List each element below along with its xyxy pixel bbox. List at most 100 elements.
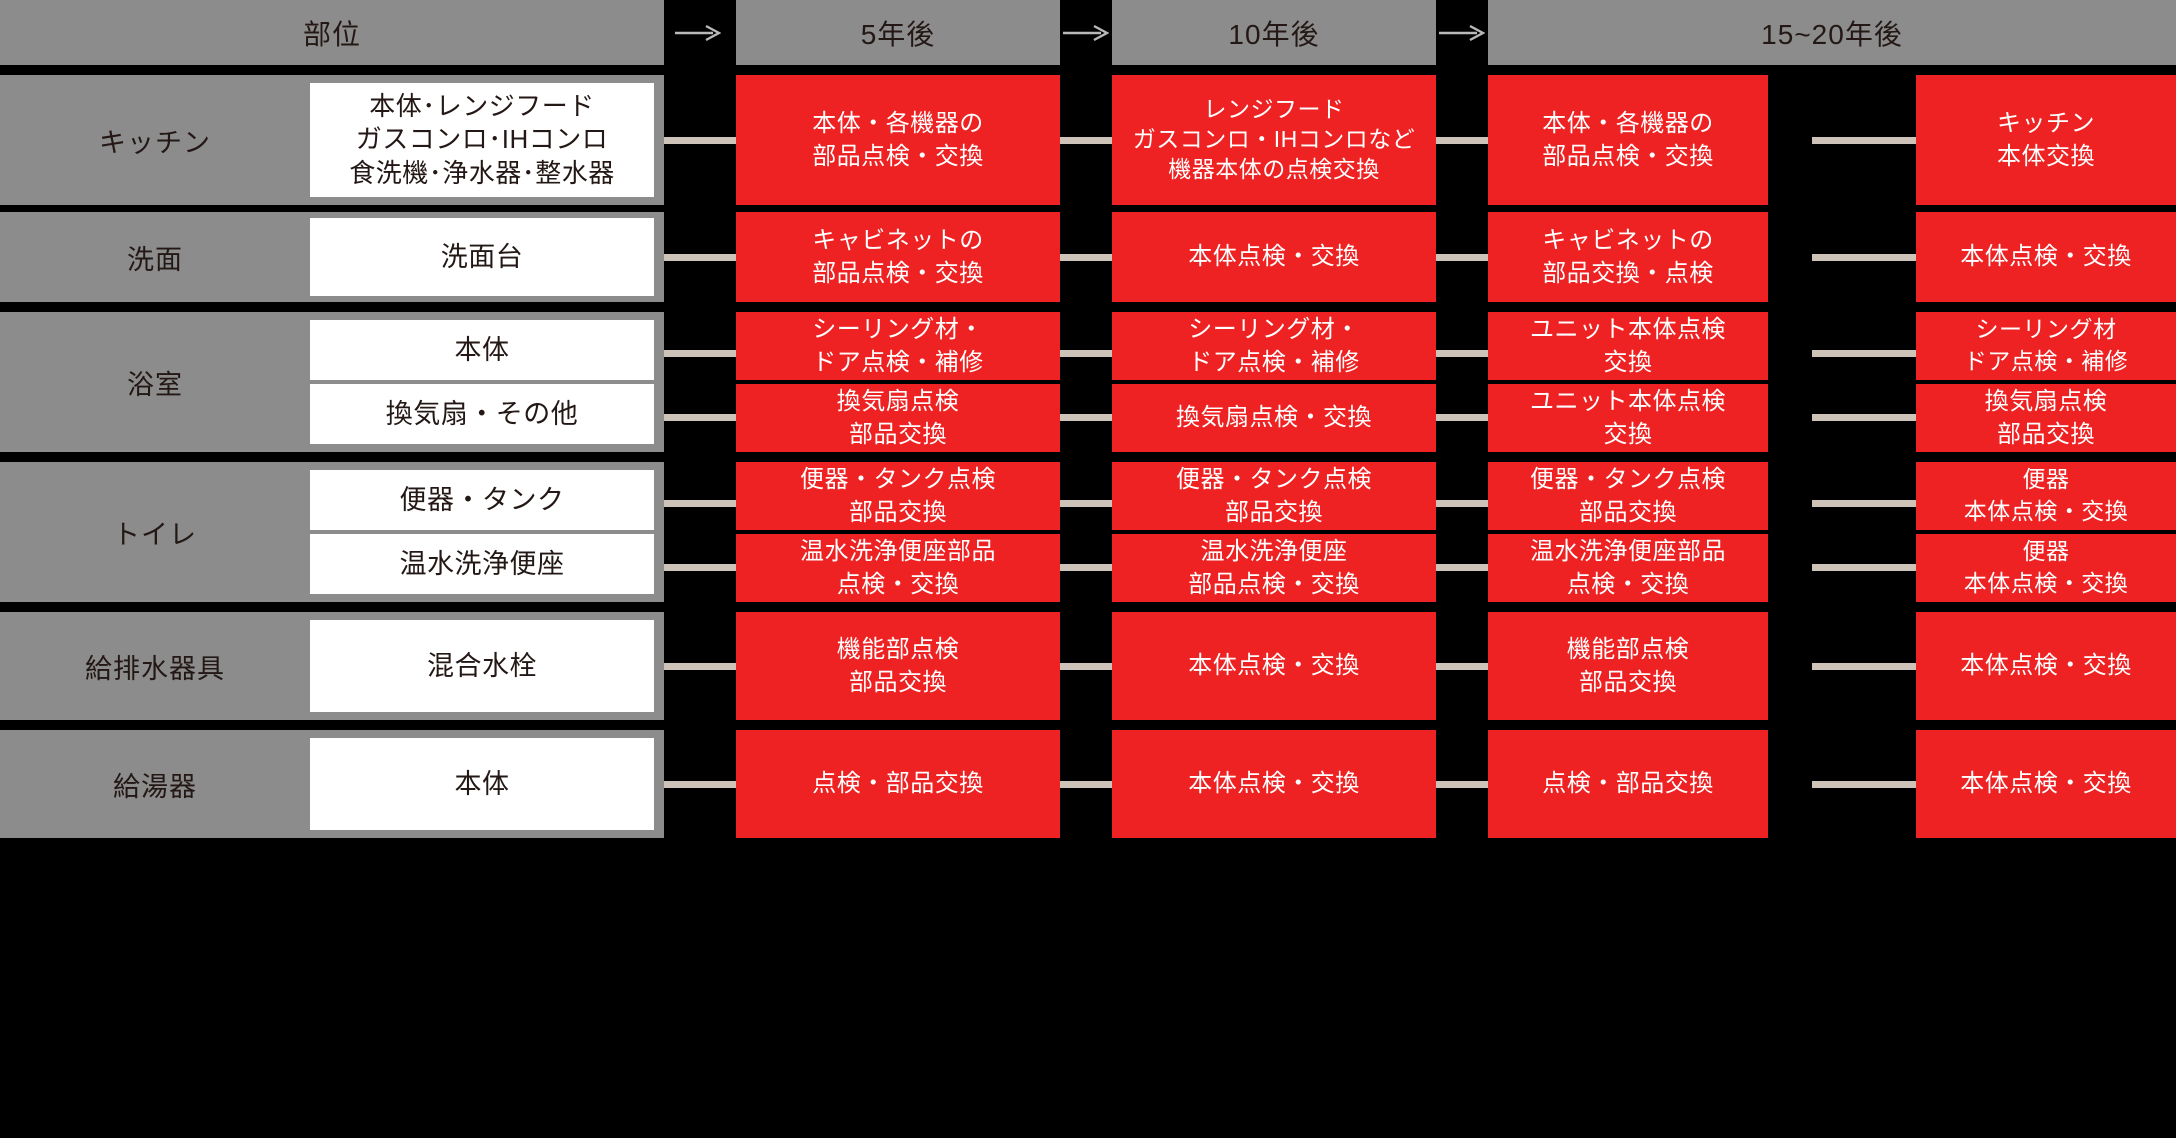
connector-line [1436, 414, 1488, 421]
action-cell-text: ユニット本体点検交換 [1530, 315, 1726, 376]
connector-line [1812, 564, 1916, 571]
action-cell: 機能部点検部品交換 [736, 612, 1060, 720]
connector-line [1436, 254, 1488, 261]
connector-line [1436, 350, 1488, 357]
action-cell-text: 換気扇点検・交換 [1176, 404, 1372, 432]
action-cell: 便器本体点検・交換 [1916, 534, 2176, 602]
row-label-band-washbasin: 洗面 洗面台 [0, 212, 664, 302]
action-cell: キャビネットの部品点検・交換 [736, 212, 1060, 302]
connector-line [1436, 137, 1488, 144]
action-cell: ユニット本体点検交換 [1488, 384, 1768, 452]
action-cell-text: 便器本体点検・交換 [1963, 466, 2129, 524]
row-category-kitchen: キッチン [99, 127, 211, 158]
action-cell-text: 本体点検・交換 [1188, 770, 1360, 798]
action-cell-text: 便器本体点検・交換 [1963, 538, 2129, 596]
sub-item: 換気扇・その他 [310, 384, 654, 444]
action-cell: 温水洗浄便座部品点検・交換 [1112, 534, 1436, 602]
action-cell: 本体点検・交換 [1916, 730, 2176, 838]
action-cell-text: レンジフードガスコンロ・IHコンロなど機器本体の点検交換 [1132, 96, 1416, 182]
arrow-right-icon [1060, 0, 1112, 65]
row-water-heater: 給湯器 本体 点検・部品交換 本体点検・交換 点検・部品交換 本体点検・交換 [0, 730, 2176, 838]
action-cell: シーリング材ドア点検・補修 [1916, 312, 2176, 380]
action-cell-text: 温水洗浄便座部品点検・交換 [1530, 537, 1726, 598]
sub-item: 混合水栓 [310, 620, 654, 712]
connector-line [664, 137, 736, 144]
row-category-bathroom: 浴室 [127, 369, 183, 400]
action-cell: 点検・部品交換 [736, 730, 1060, 838]
connector-line [1060, 254, 1112, 261]
connector-line [1060, 663, 1112, 670]
action-cell-text: 本体点検・交換 [1960, 243, 2132, 271]
action-cell-text: キャビネットの部品交換・点検 [1542, 226, 1714, 287]
action-cell-text: 本体・各機器の部品点検・交換 [1542, 109, 1714, 170]
action-cell: 本体点検・交換 [1112, 212, 1436, 302]
connector-line [1812, 350, 1916, 357]
action-cell: ユニット本体点検交換 [1488, 312, 1768, 380]
action-cell: 本体・各機器の部品点検・交換 [1488, 75, 1768, 205]
sub-item: 本体･レンジフードガスコンロ･IHコンロ食洗機･浄水器･整水器 [310, 83, 654, 197]
action-cell: 便器・タンク点検部品交換 [736, 462, 1060, 530]
action-cell-text: 本体点検・交換 [1188, 652, 1360, 680]
action-cell-text: ユニット本体点検交換 [1530, 387, 1726, 448]
action-cell: キッチン本体交換 [1916, 75, 2176, 205]
action-cell: 本体点検・交換 [1916, 212, 2176, 302]
header-milestone-15-20y: 15~20年後 [1488, 0, 2176, 65]
action-cell: 本体・各機器の部品点検・交換 [736, 75, 1060, 205]
sub-item: 本体 [310, 320, 654, 380]
action-cell: 本体点検・交換 [1916, 612, 2176, 720]
connector-line [1060, 350, 1112, 357]
row-category-water-heater: 給湯器 [113, 771, 197, 802]
header-milestone-10y: 10年後 [1112, 0, 1436, 65]
row-category-toilet: トイレ [113, 519, 197, 550]
row-label-band-bathroom: 浴室 本体 換気扇・その他 [0, 312, 664, 452]
action-cell: 便器本体点検・交換 [1916, 462, 2176, 530]
connector-line [1812, 781, 1916, 788]
connector-line [1812, 414, 1916, 421]
connector-line [1812, 137, 1916, 144]
row-category-washbasin: 洗面 [127, 244, 183, 275]
action-cell: キャビネットの部品交換・点検 [1488, 212, 1768, 302]
action-cell-text: 温水洗浄便座部品点検・交換 [800, 537, 996, 598]
action-cell-text: 便器・タンク点検部品交換 [1176, 465, 1372, 526]
connector-line [1060, 137, 1112, 144]
connector-line [664, 500, 736, 507]
connector-line [1060, 500, 1112, 507]
arrow-right-icon [672, 0, 724, 65]
connector-line [1436, 500, 1488, 507]
connector-line [664, 254, 736, 261]
connector-line [1436, 781, 1488, 788]
action-cell: 換気扇点検部品交換 [1916, 384, 2176, 452]
action-cell-text: 換気扇点検部品交換 [1984, 387, 2108, 448]
action-cell: 本体点検・交換 [1112, 612, 1436, 720]
connector-line [1060, 781, 1112, 788]
connector-line [1436, 564, 1488, 571]
row-label-band-toilet: トイレ 便器・タンク 温水洗浄便座 [0, 462, 664, 602]
action-cell-text: シーリング材ドア点検・補修 [1963, 316, 2129, 374]
action-cell-text: キャビネットの部品点検・交換 [812, 226, 984, 287]
action-cell: 便器・タンク点検部品交換 [1112, 462, 1436, 530]
action-cell-text: シーリング材・ドア点検・補修 [1188, 315, 1360, 376]
action-cell-text: 点検・部品交換 [1542, 770, 1714, 798]
action-cell-text: 温水洗浄便座部品点検・交換 [1188, 537, 1360, 598]
connector-line [1812, 663, 1916, 670]
action-cell-text: 機能部点検部品交換 [1566, 635, 1690, 696]
sub-item: 温水洗浄便座 [310, 534, 654, 594]
action-cell-text: 便器・タンク点検部品交換 [800, 465, 996, 526]
action-cell-text: 便器・タンク点検部品交換 [1530, 465, 1726, 526]
header-milestone-5y: 5年後 [736, 0, 1060, 65]
connector-line [664, 350, 736, 357]
row-washbasin: 洗面 洗面台 キャビネットの部品点検・交換 本体点検・交換 キャビネットの部品交… [0, 212, 2176, 302]
connector-line [1812, 254, 1916, 261]
action-cell: 本体点検・交換 [1112, 730, 1436, 838]
row-category-plumbing: 給排水器具 [85, 653, 225, 684]
sub-item: 本体 [310, 738, 654, 830]
connector-line [1812, 500, 1916, 507]
action-cell-text: キッチン本体交換 [1997, 109, 2095, 170]
row-label-band-kitchen: キッチン 本体･レンジフードガスコンロ･IHコンロ食洗機･浄水器･整水器 [0, 75, 664, 205]
action-cell: 機能部点検部品交換 [1488, 612, 1768, 720]
action-cell-text: 本体点検・交換 [1960, 652, 2132, 680]
action-cell: 換気扇点検部品交換 [736, 384, 1060, 452]
connector-line [664, 663, 736, 670]
connector-line [1436, 663, 1488, 670]
